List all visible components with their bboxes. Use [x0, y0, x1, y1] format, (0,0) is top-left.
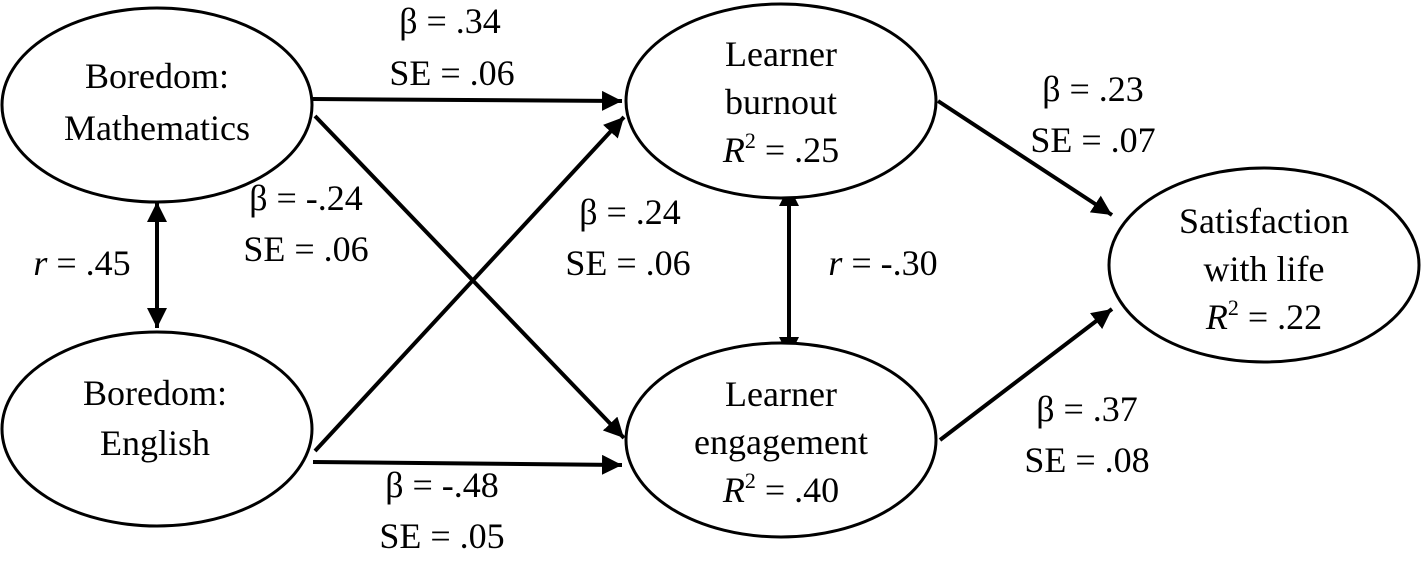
node-satisfaction-line2: with life — [1204, 249, 1325, 289]
path-label-lb-sl-beta: β = .23 — [1042, 69, 1144, 109]
r2-symbol: R — [722, 130, 745, 170]
r2-value: = .22 — [1239, 297, 1322, 337]
node-learner-engagement-line2: engagement — [694, 422, 868, 462]
node-boredom-math-line2: Mathematics — [64, 108, 250, 148]
node-boredom-english-line1: Boredom: — [83, 373, 227, 413]
r2-symbol: R — [1205, 297, 1228, 337]
node-boredom-english — [0, 330, 314, 528]
path-label-be-lb-beta: β = .24 — [579, 192, 681, 232]
node-boredom-math-line1: Boredom: — [85, 56, 229, 96]
path-arrow-boredom-math-to-burnout — [312, 90, 623, 111]
r2-exponent: 2 — [745, 128, 756, 153]
node-boredom-english-line2: English — [100, 423, 210, 463]
node-learner-burnout-r2: R2 = .25 — [722, 128, 839, 170]
r-value: = .45 — [47, 243, 130, 283]
r-symbol: r — [33, 243, 48, 283]
path-arrow-engagement-to-satisfaction — [938, 307, 1114, 442]
path-label-be-lb-se: SE = .06 — [565, 243, 690, 283]
node-satisfaction — [1107, 166, 1421, 364]
r2-exponent: 2 — [745, 468, 756, 493]
node-learner-burnout — [624, 2, 938, 200]
correlation-label-learner: r = -.30 — [828, 243, 937, 283]
path-label-be-le-beta: β = -.48 — [385, 465, 499, 505]
path-label-bm-lb-se: SE = .06 — [389, 53, 514, 93]
r2-symbol: R — [722, 470, 745, 510]
r-value: = -.30 — [842, 243, 937, 283]
path-label-le-sl-beta: β = .37 — [1036, 389, 1138, 429]
node-learner-engagement — [624, 341, 938, 539]
r-symbol: r — [828, 243, 843, 283]
node-learner-burnout-line1: Learner — [725, 34, 837, 74]
path-label-lb-sl-se: SE = .07 — [1030, 120, 1155, 160]
correlation-label-boredom: r = .45 — [33, 243, 130, 283]
path-label-bm-le-se: SE = .06 — [243, 229, 368, 269]
node-boredom-math — [0, 6, 314, 204]
node-learner-engagement-r2: R2 = .40 — [722, 468, 839, 510]
path-arrow-boredom-english-to-engagement — [312, 454, 623, 475]
path-label-be-le-se: SE = .05 — [379, 516, 504, 556]
path-label-bm-lb-beta: β = .34 — [399, 1, 501, 41]
r2-exponent: 2 — [1228, 295, 1239, 320]
node-satisfaction-r2: R2 = .22 — [1205, 295, 1322, 337]
path-arrow-burnout-to-satisfaction — [936, 99, 1114, 217]
path-label-le-sl-se: SE = .08 — [1024, 440, 1149, 480]
node-learner-burnout-line2: burnout — [725, 82, 837, 122]
path-arrow-boredom-math-to-engagement — [313, 114, 626, 440]
r2-value: = .25 — [756, 130, 839, 170]
r2-value: = .40 — [756, 470, 839, 510]
node-satisfaction-line1: Satisfaction — [1179, 201, 1349, 241]
node-learner-engagement-line1: Learner — [725, 374, 837, 414]
path-label-bm-le-beta: β = -.24 — [249, 178, 363, 218]
path-arrow-boredom-english-to-burnout — [313, 115, 626, 453]
